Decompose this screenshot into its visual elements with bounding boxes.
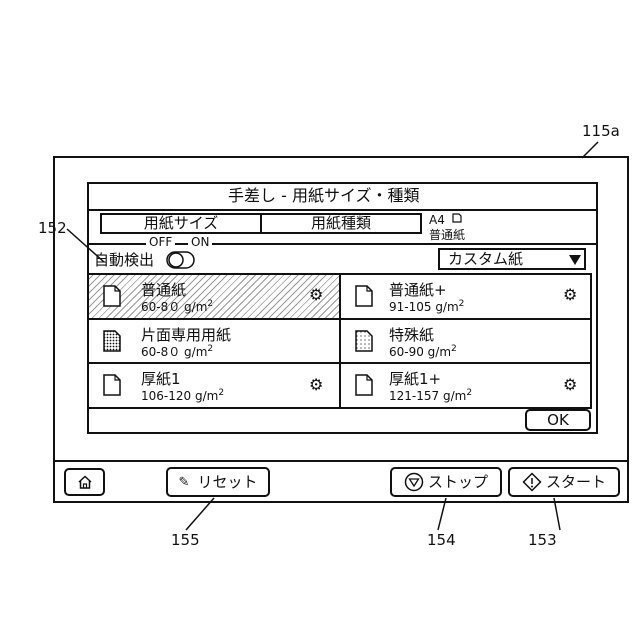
ref-stop-label: 154	[427, 531, 456, 549]
stop-icon	[404, 472, 424, 492]
gear-icon[interactable]: ⚙	[309, 377, 323, 393]
current-type: 普通紙	[429, 229, 465, 241]
start-button-label: スタート	[546, 475, 606, 490]
paper-weight: 121-157 g/m2	[389, 389, 472, 402]
dotted-page-icon	[355, 330, 373, 352]
paper-category-dropdown[interactable]: カスタム紙	[438, 248, 586, 270]
paper-option-heavy-1[interactable]: 厚紙1 106-120 g/m2 ⚙	[89, 364, 339, 407]
ref-start-label: 153	[528, 531, 557, 549]
dotted-page-icon	[103, 330, 121, 352]
paper-name: 特殊紙	[389, 328, 434, 343]
page-icon	[103, 285, 121, 307]
home-button[interactable]	[64, 468, 105, 496]
screen-title: 手差し - 用紙サイズ・種類	[228, 188, 419, 204]
reset-button-label: リセット	[197, 475, 257, 490]
page-icon	[103, 374, 121, 396]
paper-name: 厚紙1	[141, 372, 181, 387]
tab-paper-size[interactable]: 用紙サイズ	[100, 213, 262, 234]
tab-paper-type-label: 用紙種類	[311, 216, 371, 231]
paper-name: 普通紙	[141, 283, 186, 298]
paper-weight: 91-105 g/m2	[389, 300, 464, 313]
tab-paper-size-label: 用紙サイズ	[144, 216, 219, 231]
gear-icon[interactable]: ⚙	[563, 377, 577, 393]
paper-option-special[interactable]: 特殊紙 60-90 g/m2	[341, 320, 590, 362]
paper-name: 片面専用用紙	[141, 328, 231, 343]
paper-weight: 106-120 g/m2	[141, 389, 224, 402]
current-size: A4	[429, 214, 445, 226]
stop-button[interactable]: ストップ	[390, 467, 502, 497]
start-button[interactable]: スタート	[508, 467, 620, 497]
dropdown-value: カスタム紙	[448, 252, 523, 267]
gear-icon[interactable]: ⚙	[309, 287, 323, 303]
title-divider	[89, 209, 596, 211]
ok-button[interactable]: OK	[525, 409, 591, 431]
toggle-on-label: ON	[188, 236, 212, 248]
page-icon	[355, 374, 373, 396]
orientation-icon	[452, 213, 462, 223]
toggle-off-label: OFF	[146, 236, 175, 248]
paper-option-plain-plus[interactable]: 普通紙+ 91-105 g/m2 ⚙	[341, 275, 590, 318]
home-icon	[77, 475, 93, 489]
paper-weight: 60-8０ g/m2	[141, 300, 213, 313]
auto-detect-label: 自動検出	[94, 253, 154, 268]
page-icon	[355, 285, 373, 307]
paper-name: 厚紙1+	[389, 372, 441, 387]
scrollbar-track[interactable]	[590, 273, 592, 407]
bottom-bar-divider	[53, 460, 629, 462]
paper-option-single-sided[interactable]: 片面専用用紙 60-8０ g/m2	[89, 320, 339, 362]
ok-button-label: OK	[547, 413, 569, 428]
paper-option-plain[interactable]: 普通紙 60-8０ g/m2 ⚙	[89, 275, 339, 318]
pencil-icon: ✎	[179, 476, 190, 489]
stop-button-label: ストップ	[428, 475, 488, 490]
triangle-down-icon	[569, 255, 581, 265]
tab-paper-type[interactable]: 用紙種類	[260, 213, 422, 234]
start-icon	[522, 472, 542, 492]
paper-weight: 60-8０ g/m2	[141, 345, 213, 358]
ref-reset-label: 155	[171, 531, 200, 549]
gear-icon[interactable]: ⚙	[563, 287, 577, 303]
toggle-icon[interactable]	[166, 250, 196, 270]
reset-button[interactable]: ✎ リセット	[166, 467, 270, 497]
paper-weight: 60-90 g/m2	[389, 345, 457, 358]
paper-option-heavy-1-plus[interactable]: 厚紙1+ 121-157 g/m2 ⚙	[341, 364, 590, 407]
grid-bottom-line	[89, 407, 592, 409]
paper-name: 普通紙+	[389, 283, 447, 298]
